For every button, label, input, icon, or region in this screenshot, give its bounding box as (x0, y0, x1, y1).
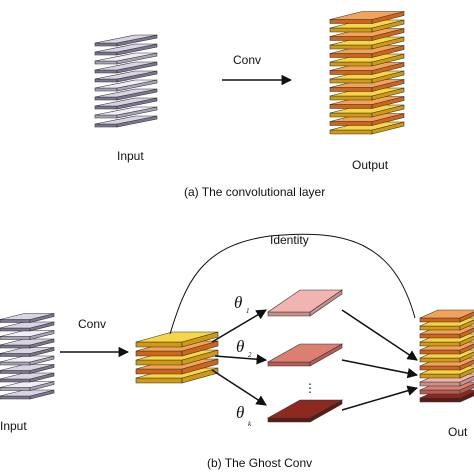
bottom-input-layer-6 (0, 347, 55, 357)
ghost-map-k (266, 399, 344, 423)
top-input-feature-stack (94, 34, 158, 128)
top-caption: (a) The convolutional layer (184, 185, 325, 199)
top-input-label: Input (117, 149, 144, 163)
top-input-layer-5 (94, 79, 158, 92)
bottom-input-layer-5 (0, 355, 55, 366)
identity-path (169, 233, 416, 335)
top-output-layer-2 (329, 113, 405, 126)
theta-2-arrow (214, 354, 268, 365)
top-output-layer-13 (329, 19, 405, 33)
top-input-layer-1 (94, 115, 158, 128)
bottom-input-layer-9 (0, 321, 55, 332)
bottom-input-layer-2 (0, 381, 55, 391)
top-output-feature-stack (329, 11, 405, 135)
top-output-layer-7 (329, 70, 405, 84)
theta-k-subscript: k (248, 420, 252, 428)
theta-2-symbol: θ (236, 337, 244, 356)
top-input-layer-7 (94, 61, 158, 74)
bottom-output-feature-stack (419, 309, 474, 403)
top-output-layer-5 (329, 87, 405, 101)
ghost-1-to-output-arrow (341, 309, 418, 361)
top-output-layer-1 (329, 121, 405, 135)
bottom-caption: (b) The Ghost Conv (207, 456, 312, 470)
top-input-layer-10 (94, 34, 158, 47)
top-output-label: Output (352, 158, 389, 172)
theta-2-subscript: 2 (248, 351, 252, 359)
bottom-input-layer-8 (0, 330, 55, 340)
top-input-layer-6 (94, 70, 158, 83)
top-output-layer-8 (329, 62, 405, 75)
identity-label: Identity (270, 233, 309, 247)
bottom-input-label: Input (0, 419, 27, 433)
ghost-2-to-output-arrow (341, 359, 419, 379)
top-input-layer-9 (94, 43, 158, 56)
bottom-input-feature-stack (0, 313, 55, 400)
ghost-k-to-output-arrow (341, 385, 419, 411)
ghost-map-2 (266, 343, 344, 367)
bottom-conv-label: Conv (78, 317, 106, 331)
top-input-layer-2 (94, 106, 158, 119)
theta-k-arrow (211, 369, 267, 406)
ghost-map-1 (267, 289, 343, 317)
top-conv-label: Conv (233, 53, 261, 67)
top-output-layer-9 (329, 53, 405, 67)
theta-k-symbol: θ (236, 403, 244, 422)
top-output-layer-4 (329, 96, 405, 109)
ghost-ellipsis: ⋮ (304, 381, 316, 395)
bottom-input-layer-1 (0, 389, 55, 400)
intrinsic-layer-4 (135, 340, 219, 357)
theta-1-arrow (211, 309, 267, 343)
theta-1-symbol: θ (234, 293, 242, 312)
bottom-output-label: Out (448, 425, 468, 439)
intrinsic-feature-stack (135, 331, 219, 384)
top-input-layer-3 (94, 97, 158, 110)
top-output-layer-14 (329, 11, 405, 24)
bottom-input-layer-3 (0, 372, 55, 383)
top-input-layer-8 (94, 52, 158, 65)
ghost-feature-maps (266, 289, 344, 423)
top-output-layer-12 (329, 28, 405, 41)
theta-1-subscript: 1 (246, 307, 250, 315)
bottom-output-layer-11 (419, 309, 474, 323)
top-output-layer-6 (329, 79, 405, 92)
bottom-input-layer-4 (0, 364, 55, 374)
top-output-layer-10 (329, 45, 405, 58)
top-input-layer-4 (94, 88, 158, 101)
intrinsic-layer-5 (135, 331, 219, 348)
bottom-input-layer-10 (0, 313, 55, 323)
bottom-input-layer-7 (0, 338, 55, 349)
